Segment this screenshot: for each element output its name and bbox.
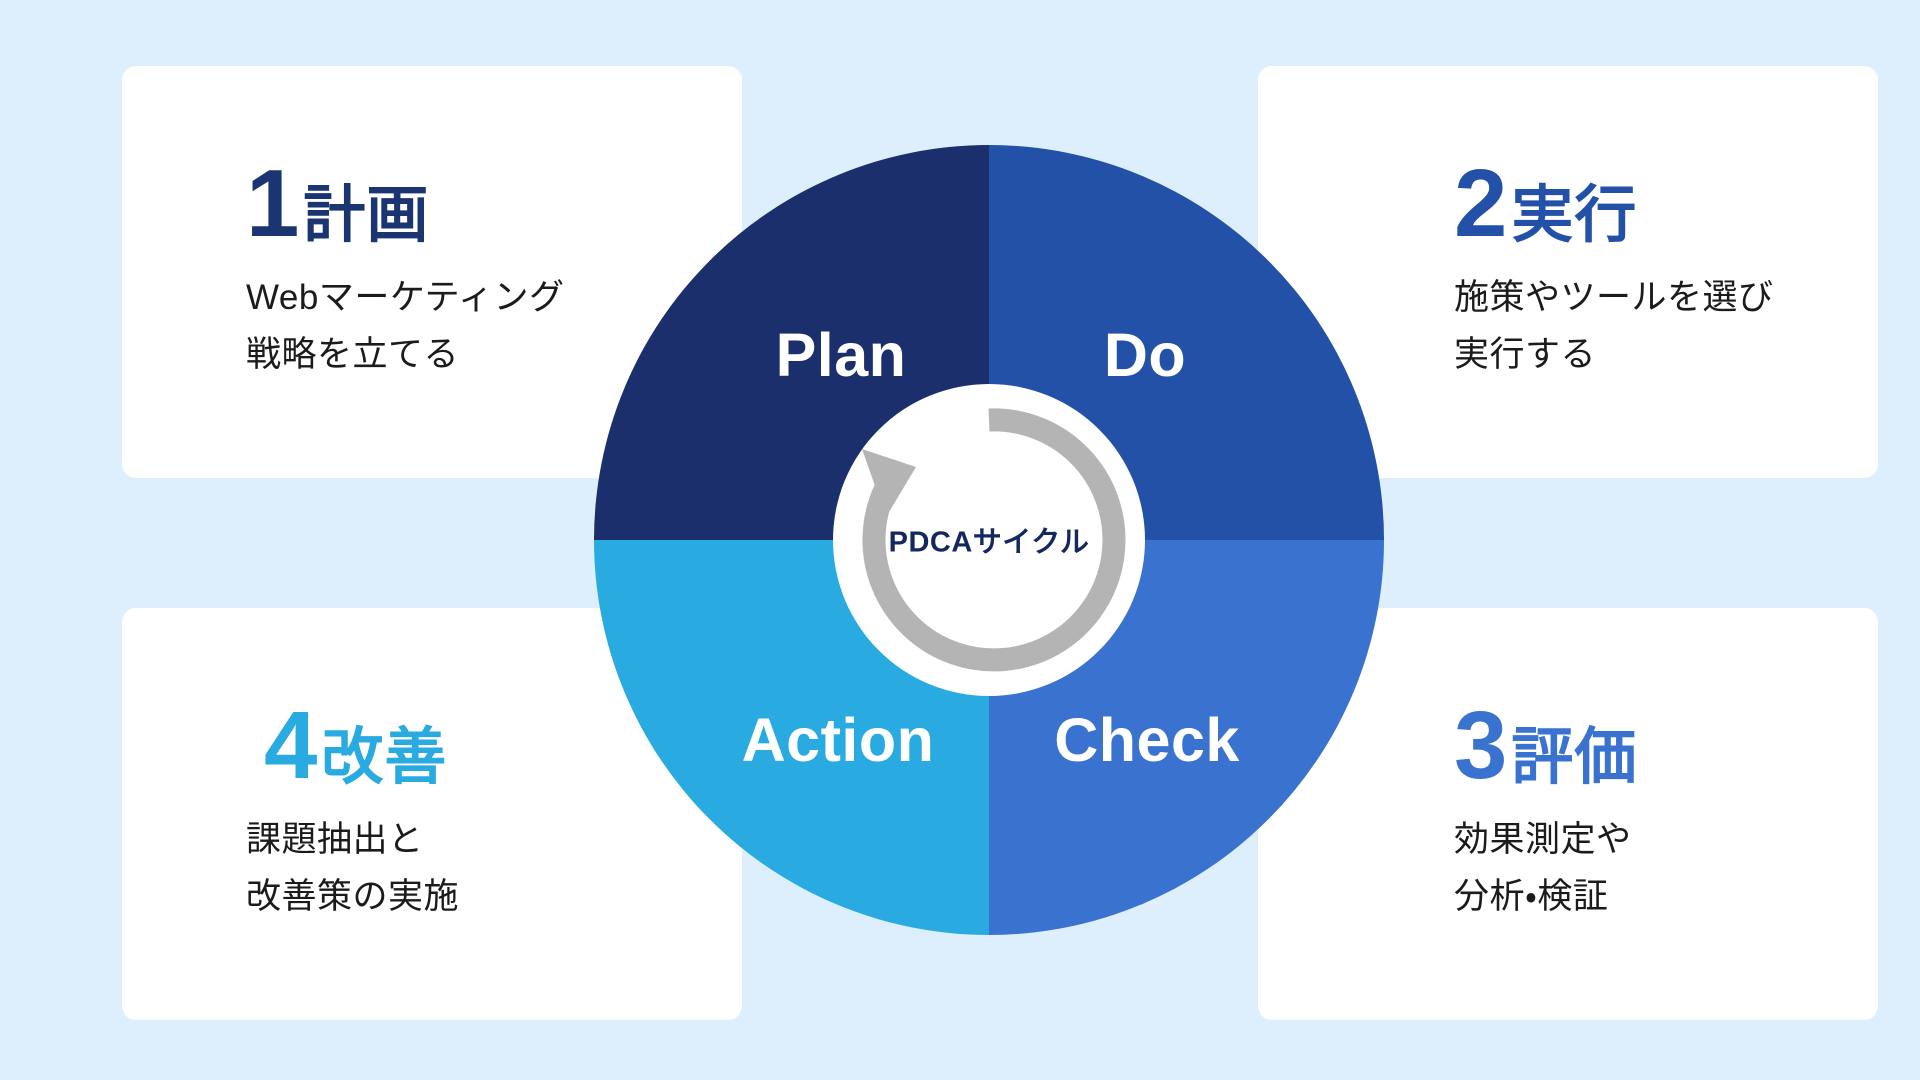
card-do-kanji: 実行 (1511, 181, 1638, 251)
cycle-arrow-icon (862, 408, 1126, 672)
wheel-label-action: Action (742, 706, 935, 774)
card-check-description: 効果測定や 分析・検証 (1454, 820, 1632, 917)
card-plan: 1 計画 Webマーケティング 戦略を立てる (122, 66, 742, 478)
wheel-label-plan: Plan (776, 321, 907, 389)
card-do-number: 2 (1454, 150, 1507, 258)
card-plan-number: 1 (246, 150, 299, 258)
card-action-description: 課題抽出と 改善策の実施 (246, 820, 460, 917)
card-plan-kanji: 計画 (303, 181, 430, 251)
card-check-heading: 3 評価 (1454, 692, 1878, 800)
card-action-kanji: 改善 (321, 723, 448, 793)
wheel-label-do: Do (1104, 321, 1186, 389)
card-action-number: 4 (264, 692, 317, 800)
pdca-wheel: Plan Do Check Action PDCAサイクル (594, 145, 1384, 935)
card-action-heading: 4 改善 (264, 692, 742, 800)
card-plan-heading: 1 計画 (246, 150, 742, 258)
card-do-heading: 2 実行 (1454, 150, 1878, 258)
card-do-description: 施策やツールを選び 実行する (1454, 278, 1774, 375)
card-check-kanji: 評価 (1511, 723, 1638, 793)
card-plan-description: Webマーケティング 戦略を立てる (246, 278, 565, 375)
card-check-number: 3 (1454, 692, 1507, 800)
card-check: 3 評価 効果測定や 分析・検証 (1258, 608, 1878, 1020)
wheel-hub-label: PDCAサイクル (889, 526, 1090, 559)
wheel-label-check: Check (1054, 706, 1240, 774)
